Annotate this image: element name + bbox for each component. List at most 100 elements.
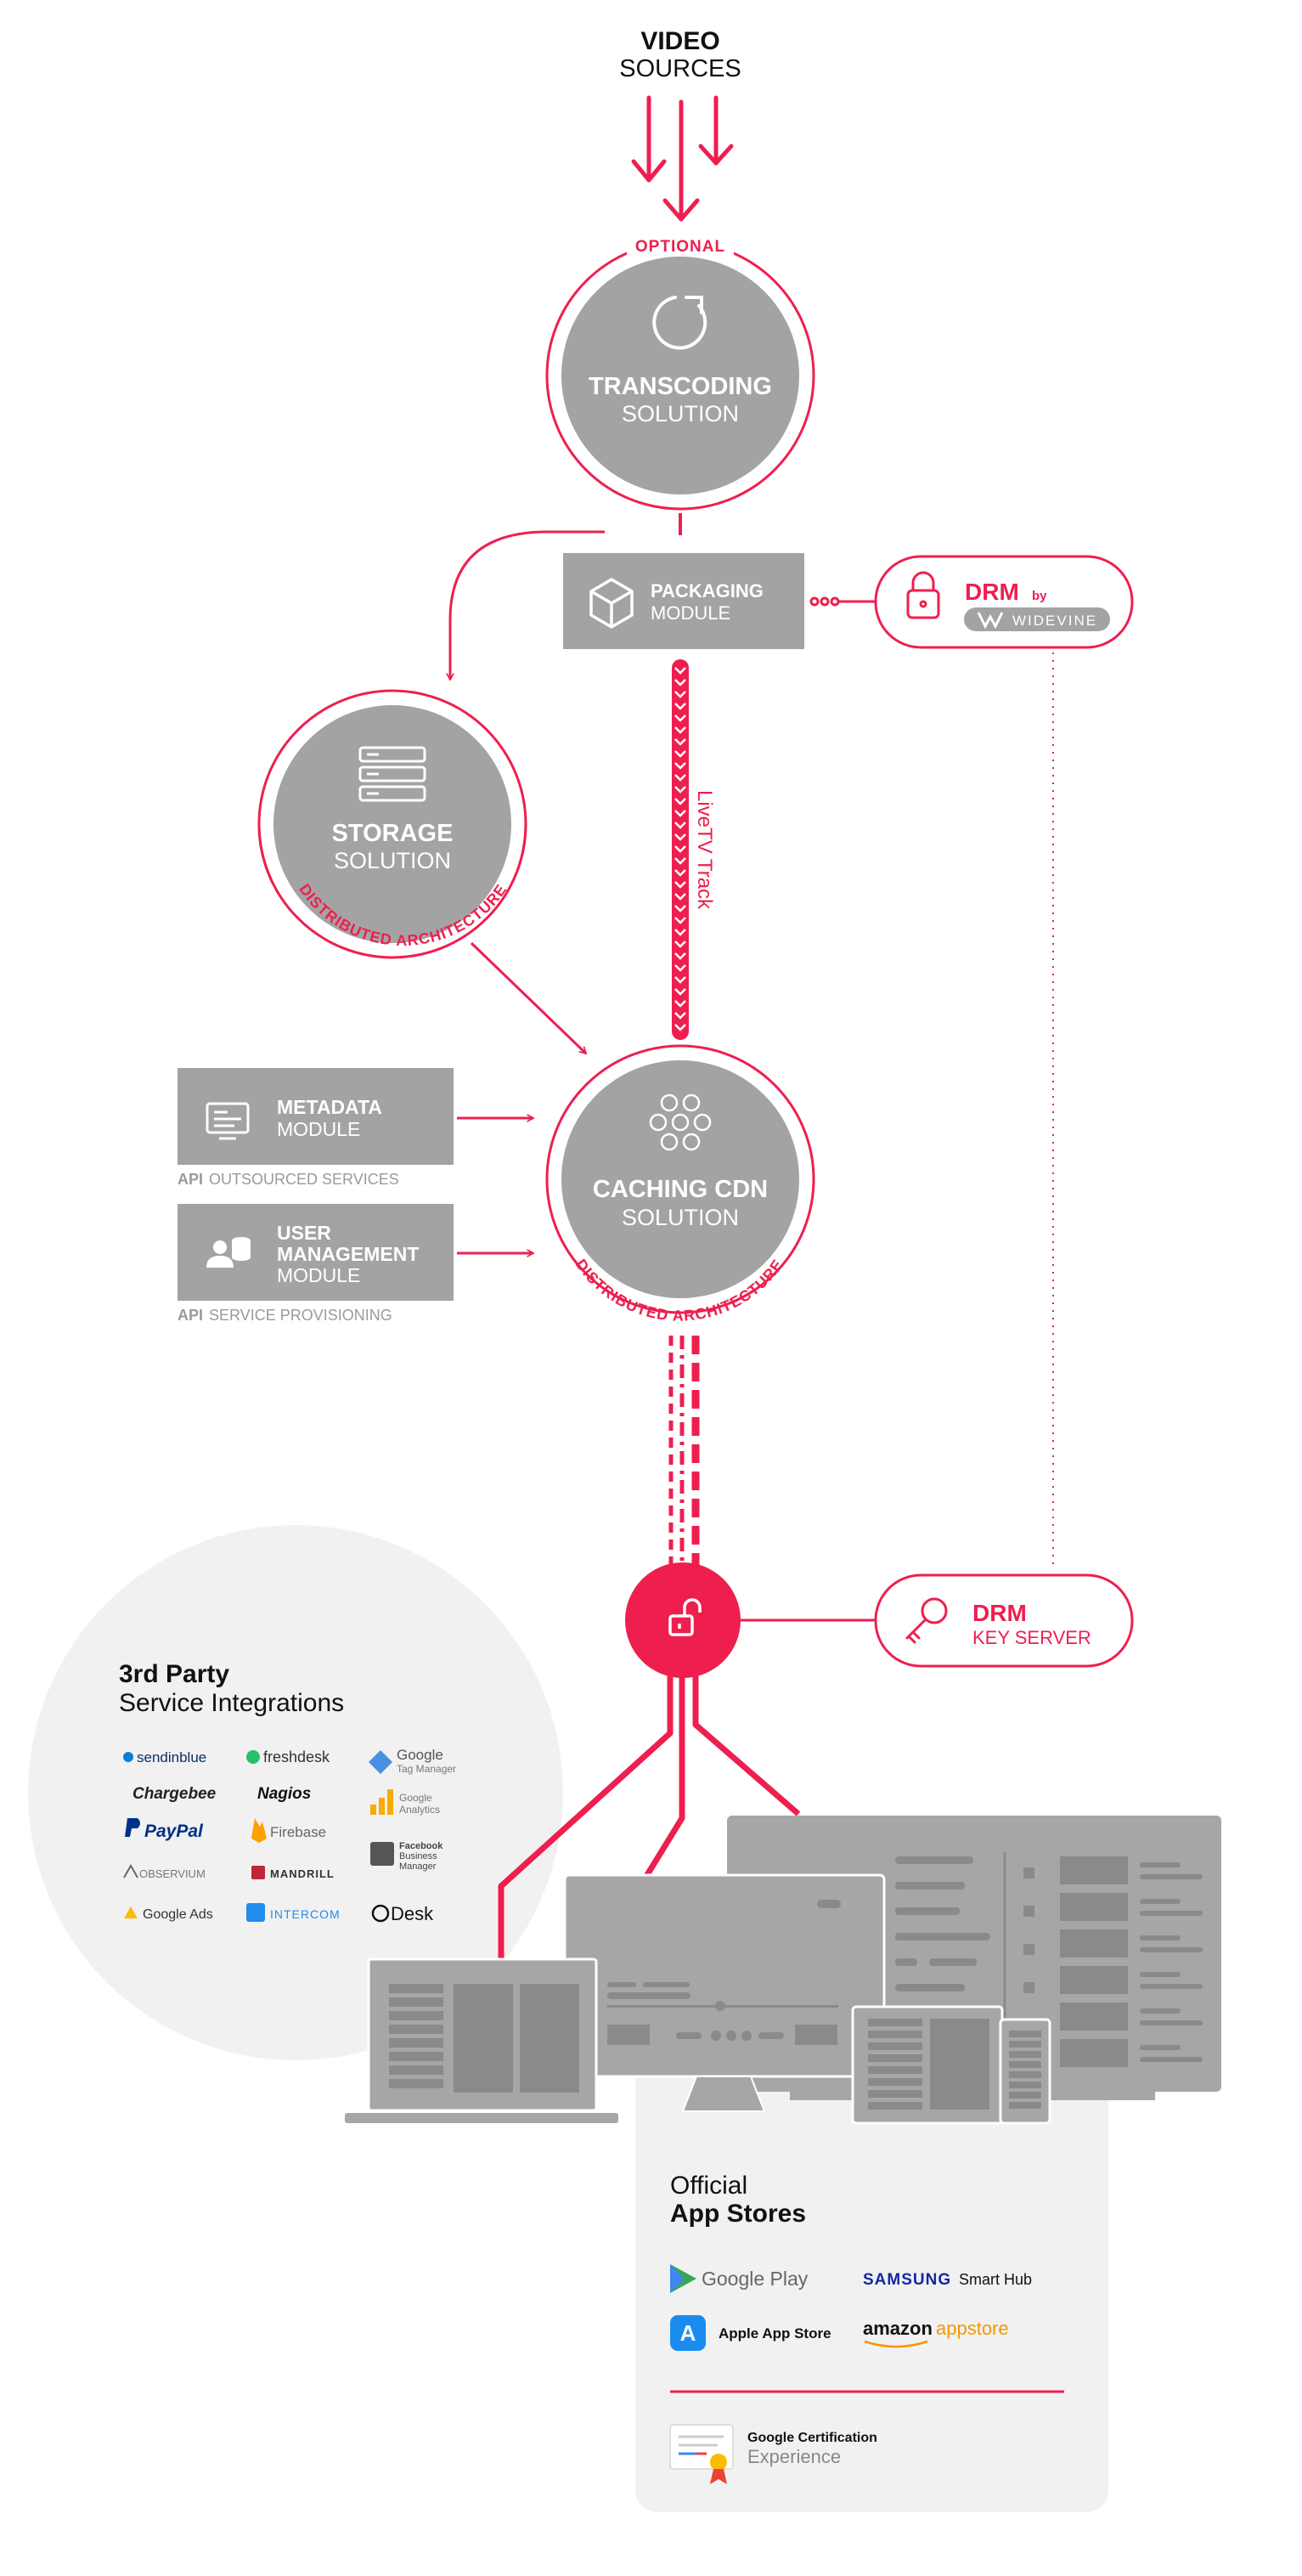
cdn-subtitle: SOLUTION	[622, 1205, 739, 1230]
third-party-panel: 3rd Party Service Integrations sendinblu…	[28, 1525, 563, 2060]
drm-top-title: DRM	[965, 579, 1019, 605]
packaging-module: PACKAGING MODULE	[563, 553, 804, 649]
monitor-icon	[206, 1102, 250, 1140]
widevine-logo-icon	[977, 612, 1004, 630]
storage-node: STORAGE SOLUTION DISTRIBUTED ARCHITECTUR…	[257, 689, 527, 960]
drm-top-by: by	[1032, 589, 1047, 603]
packaging-title: PACKAGING	[651, 580, 764, 602]
optional-badge: OPTIONAL	[635, 238, 725, 256]
logo-google-ads: Google Ads	[143, 1907, 213, 1922]
analytics-icon	[370, 1789, 393, 1815]
server-stack-icon	[358, 746, 426, 802]
logo-intercom: INTERCOM	[270, 1907, 341, 1921]
apple-store-text: Apple App Store	[719, 2325, 831, 2342]
monitor-device	[563, 1873, 886, 2112]
app-stores-title-regular: Official	[670, 2172, 747, 2200]
amazon-smile-icon	[864, 2340, 928, 2348]
user-mgmt-line1: USER	[277, 1222, 331, 1244]
cdn-delivery-lines	[668, 1336, 700, 1580]
third-party-title-regular: Service Integrations	[119, 1689, 344, 1717]
logo-paypal: PayPal	[144, 1822, 204, 1841]
google-play-text: Google Play	[702, 2268, 809, 2290]
drm-top-vendor: WIDEVINE	[1012, 613, 1097, 629]
user-mgmt-api-label: API	[178, 1307, 203, 1324]
lock-icon-open	[668, 1598, 702, 1636]
metadata-subtitle: MODULE	[277, 1118, 360, 1140]
google-ads-icon	[124, 1907, 138, 1918]
logo-freshdesk: freshdesk	[263, 1748, 330, 1765]
drm-key-title: DRM	[972, 1600, 1027, 1626]
packaging-subtitle: MODULE	[651, 602, 730, 624]
logo-analytics: Analytics	[399, 1804, 440, 1816]
packaging-drm-link	[809, 596, 878, 607]
app-stores-panel: Official App Stores Google Play SAMSUNG …	[635, 2039, 1108, 2512]
svg-text:A: A	[680, 2320, 696, 2346]
logo-observium: OBSERVIUM	[139, 1867, 206, 1880]
user-mgmt-line3: MODULE	[277, 1264, 360, 1286]
observium-icon	[123, 1863, 138, 1878]
source-arrows	[631, 95, 734, 222]
transcoding-subtitle: SOLUTION	[622, 401, 739, 427]
users-database-icon	[206, 1237, 251, 1268]
refresh-icon	[652, 296, 707, 350]
logo-google-tm: Google	[397, 1747, 443, 1763]
tag-manager-icon	[369, 1750, 392, 1774]
tablet-device	[851, 2005, 1004, 2125]
cert-subtitle: Experience	[747, 2446, 841, 2467]
transcoding-node: OPTIONAL TRANSCODING SOLUTION	[545, 234, 815, 511]
logo-nagios: Nagios	[257, 1785, 311, 1803]
key-icon	[905, 1597, 948, 1644]
storage-subtitle: SOLUTION	[334, 848, 451, 873]
cert-title: Google Certification	[747, 2431, 877, 2445]
logo-tag-manager: Tag Manager	[397, 1763, 456, 1775]
transcoding-to-storage-arrow	[450, 530, 605, 680]
firebase-icon	[251, 1818, 267, 1843]
metadata-api-label: API	[178, 1171, 203, 1188]
user-mgmt-line2: MANAGEMENT	[277, 1243, 419, 1265]
third-party-title-bold: 3rd Party	[119, 1660, 229, 1688]
logo-sendinblue: sendinblue	[137, 1749, 206, 1765]
fb-business-icon	[370, 1842, 394, 1866]
apple-app-store-icon	[670, 2315, 706, 2351]
logo-manager: Manager	[399, 1861, 437, 1872]
hexagon-dots-icon	[649, 1093, 712, 1151]
zoho-desk-icon	[371, 1904, 390, 1923]
transcoding-title: TRANSCODING	[589, 373, 772, 400]
amazon-text: amazon	[863, 2318, 933, 2339]
freshdesk-icon	[246, 1750, 260, 1764]
smart-hub-text: Smart Hub	[959, 2271, 1032, 2288]
cdn-title: CACHING CDN	[593, 1176, 768, 1203]
drm-key-server-box: DRM KEY SERVER	[874, 1573, 1134, 1668]
samsung-text: SAMSUNG	[863, 2271, 951, 2289]
mandrill-icon	[251, 1866, 265, 1879]
storage-title: STORAGE	[332, 820, 454, 847]
logo-mandrill: MANDRILL	[270, 1867, 335, 1880]
paypal-icon	[125, 1818, 140, 1837]
logo-google-ga: Google	[399, 1792, 432, 1804]
metadata-title: METADATA	[277, 1096, 382, 1118]
cdn-node: CACHING CDN SOLUTION DISTRIBUTED ARCHITE…	[545, 1044, 815, 1325]
intercom-icon	[246, 1903, 265, 1922]
sendinblue-icon	[123, 1752, 133, 1762]
logo-chargebee: Chargebee	[132, 1785, 217, 1803]
livetv-track: LiveTV Track	[672, 659, 716, 1040]
lock-icon	[906, 571, 940, 619]
metadata-api-text: OUTSOURCED SERVICES	[209, 1171, 399, 1188]
certificate-icon	[669, 2424, 734, 2484]
cube-icon	[589, 578, 634, 629]
user-mgmt-api-text: SERVICE PROVISIONING	[209, 1307, 392, 1324]
livetv-label: LiveTV Track	[693, 790, 716, 910]
appstore-text: appstore	[936, 2318, 1009, 2339]
drm-widevine-box: DRM by WIDEVINE	[874, 555, 1134, 649]
phone-device	[999, 2018, 1051, 2125]
device-lines	[498, 1665, 801, 1964]
sources-title: VIDEO	[640, 27, 719, 55]
storage-to-cdn-arrow	[470, 941, 586, 1054]
drm-key-subtitle: KEY SERVER	[972, 1627, 1091, 1648]
metadata-module: METADATA MODULE	[178, 1068, 454, 1165]
logo-firebase: Firebase	[270, 1824, 326, 1840]
drm-lock-node	[625, 1562, 741, 1678]
sources-subtitle: SOURCES	[619, 55, 741, 82]
app-stores-title-bold: App Stores	[670, 2200, 806, 2228]
